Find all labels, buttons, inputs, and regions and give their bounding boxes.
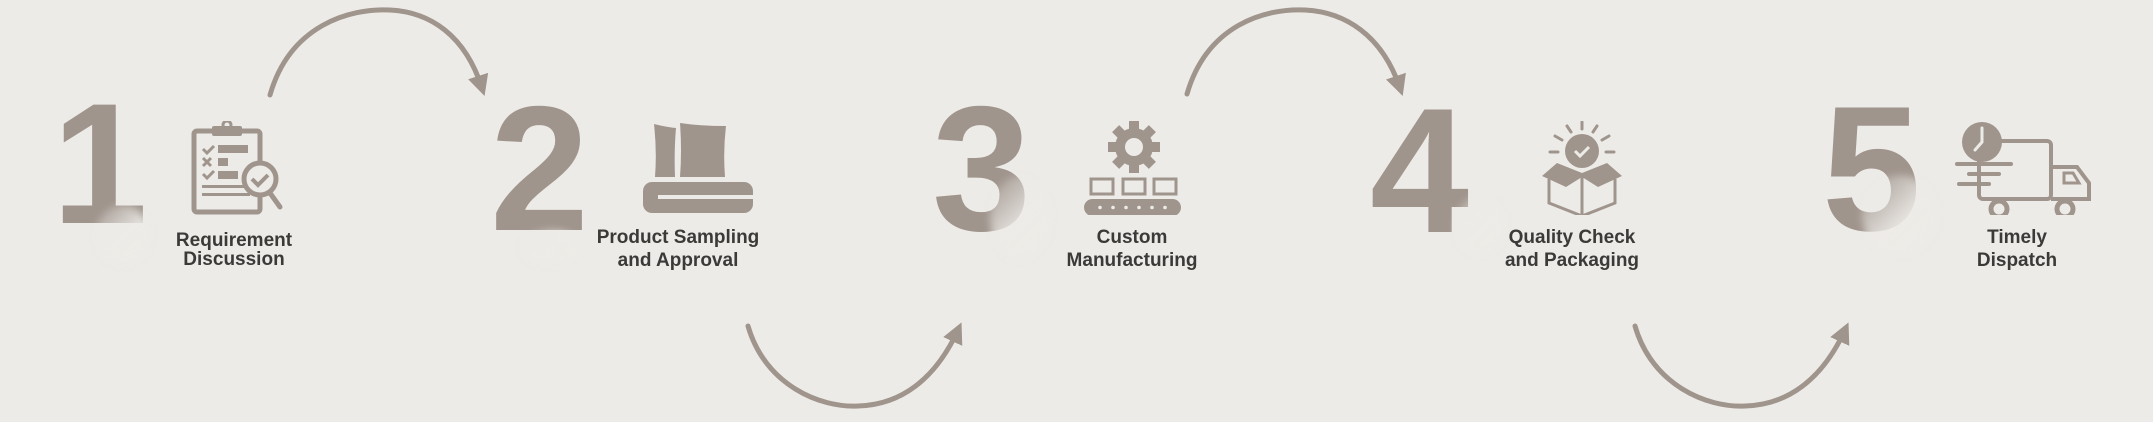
number-fade (1455, 195, 1505, 255)
step-label: Timely Dispatch (1976, 227, 2058, 271)
step-label: Requirement Discussion (175, 230, 293, 270)
gear-conveyor-icon (1084, 121, 1181, 215)
delivery-truck-clock-icon (1955, 122, 2091, 215)
step-label: Product Sampling and Approval (596, 227, 760, 271)
step-label: Custom Manufacturing (1066, 227, 1198, 271)
step-label: Quality Check and Packaging (1504, 227, 1640, 271)
number-fade (990, 175, 1050, 260)
number-fade (1862, 175, 1937, 255)
pillows-bedding-icon (643, 123, 754, 213)
clipboard-checklist-search-icon (191, 121, 283, 215)
number-fade (520, 230, 580, 265)
step-number: 4 (1370, 71, 1469, 270)
number-fade (95, 205, 150, 265)
arrow-3-to-4 (1184, 7, 1406, 97)
step-number: 2 (490, 69, 589, 268)
arrow-2-to-3 (745, 322, 963, 409)
arrow-1-to-2 (267, 7, 489, 98)
box-quality-check-icon (1542, 121, 1622, 215)
arrow-4-to-5 (1632, 322, 1850, 409)
